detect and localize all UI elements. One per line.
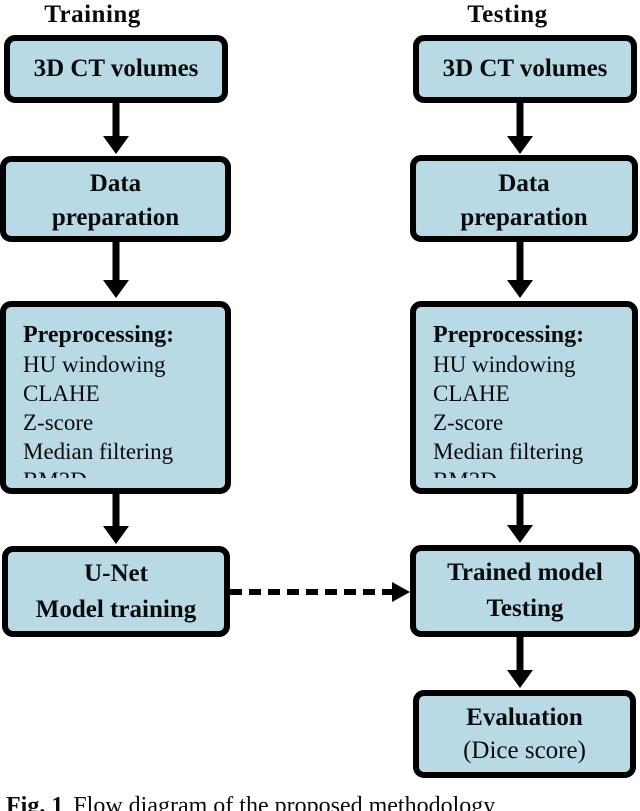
testing-ct-volumes-label: 3D CT volumes xyxy=(442,55,608,82)
preprocessing-item: Median filtering xyxy=(433,439,584,464)
preprocessing-item: CLAHE xyxy=(23,381,100,406)
training-data-preparation-box: Data preparation xyxy=(0,156,231,242)
arrow-shaft xyxy=(516,635,524,673)
testing-ct-volumes-box: 3D CT volumes xyxy=(413,35,637,103)
figure-caption: Fig. 1 Flow diagram of the proposed metho… xyxy=(6,793,626,811)
training-arrow-preprocessing-to-model xyxy=(103,492,129,544)
preprocessing-item-clipped: BM3D xyxy=(23,466,174,478)
arrow-shaft xyxy=(112,492,120,529)
evaluation-line1: Evaluation xyxy=(466,704,583,731)
arrow-shaft xyxy=(112,240,120,283)
arrow-shaft xyxy=(112,101,120,139)
arrow-down-icon xyxy=(507,525,533,543)
testing-data-preparation-line2: preparation xyxy=(460,203,588,231)
training-data-preparation-line1: Data xyxy=(89,170,142,197)
arrow-right-icon xyxy=(392,582,410,602)
arrow-shaft xyxy=(516,101,524,139)
dashed-line xyxy=(230,589,392,595)
training-data-preparation-line2: preparation xyxy=(51,204,180,231)
trained-model-testing-box: Trained model Testing xyxy=(410,545,640,637)
training-ct-volumes-label: 3D CT volumes xyxy=(33,55,199,82)
unet-model-training-box: U-Net Model training xyxy=(2,546,230,637)
testing-preprocessing-box: Preprocessing: HU windowing CLAHE Z-scor… xyxy=(410,301,638,494)
preprocessing-item: Median filtering xyxy=(23,439,174,464)
testing-arrow-dataprep-to-preprocessing xyxy=(507,240,533,298)
arrow-shaft xyxy=(516,492,524,528)
testing-data-preparation-box: Data preparation xyxy=(410,155,638,242)
trained-model-testing-line2: Testing xyxy=(486,595,564,622)
arrow-down-icon xyxy=(103,526,129,544)
trained-model-testing-line1: Trained model xyxy=(447,559,603,586)
preprocessing-list: Preprocessing: HU windowing CLAHE Z-scor… xyxy=(23,321,174,478)
preprocessing-item: HU windowing xyxy=(433,352,576,377)
dashed-arrow-model-to-testing xyxy=(230,582,410,602)
arrow-down-icon xyxy=(103,280,129,298)
evaluation-box: Evaluation (Dice score) xyxy=(413,690,636,778)
unet-model-training-line2: Model training xyxy=(35,595,197,623)
preprocessing-title: Preprocessing: xyxy=(433,322,585,348)
testing-arrow-preprocessing-to-model xyxy=(507,492,533,543)
training-arrow-ct-to-dataprep xyxy=(103,101,129,154)
preprocessing-title: Preprocessing: xyxy=(23,322,175,348)
preprocessing-item: Z-score xyxy=(433,410,504,435)
testing-arrow-model-to-evaluation xyxy=(507,635,533,688)
testing-data-preparation-line1: Data xyxy=(498,169,550,197)
preprocessing-item-clipped: BM3D xyxy=(433,466,584,478)
evaluation-line2: (Dice score) xyxy=(463,737,586,764)
figure-caption-label: Fig. 1 xyxy=(6,793,64,811)
arrow-down-icon xyxy=(507,280,533,298)
arrow-down-icon xyxy=(103,136,129,154)
preprocessing-list: Preprocessing: HU windowing CLAHE Z-scor… xyxy=(433,321,584,478)
arrow-shaft xyxy=(516,240,524,283)
preprocessing-item: CLAHE xyxy=(433,381,510,406)
training-ct-volumes-box: 3D CT volumes xyxy=(4,35,228,103)
training-column-heading: Training xyxy=(44,1,141,28)
arrow-down-icon xyxy=(507,136,533,154)
testing-arrow-ct-to-dataprep xyxy=(507,101,533,154)
training-preprocessing-box: Preprocessing: HU windowing CLAHE Z-scor… xyxy=(0,301,231,494)
arrow-down-icon xyxy=(507,670,533,688)
figure-caption-text: Flow diagram of the proposed methodology xyxy=(73,793,496,811)
unet-model-training-line1: U-Net xyxy=(84,559,148,587)
preprocessing-item: Z-score xyxy=(23,410,94,435)
training-arrow-dataprep-to-preprocessing xyxy=(103,240,129,298)
preprocessing-item: HU windowing xyxy=(23,352,166,377)
testing-column-heading: Testing xyxy=(467,1,548,28)
